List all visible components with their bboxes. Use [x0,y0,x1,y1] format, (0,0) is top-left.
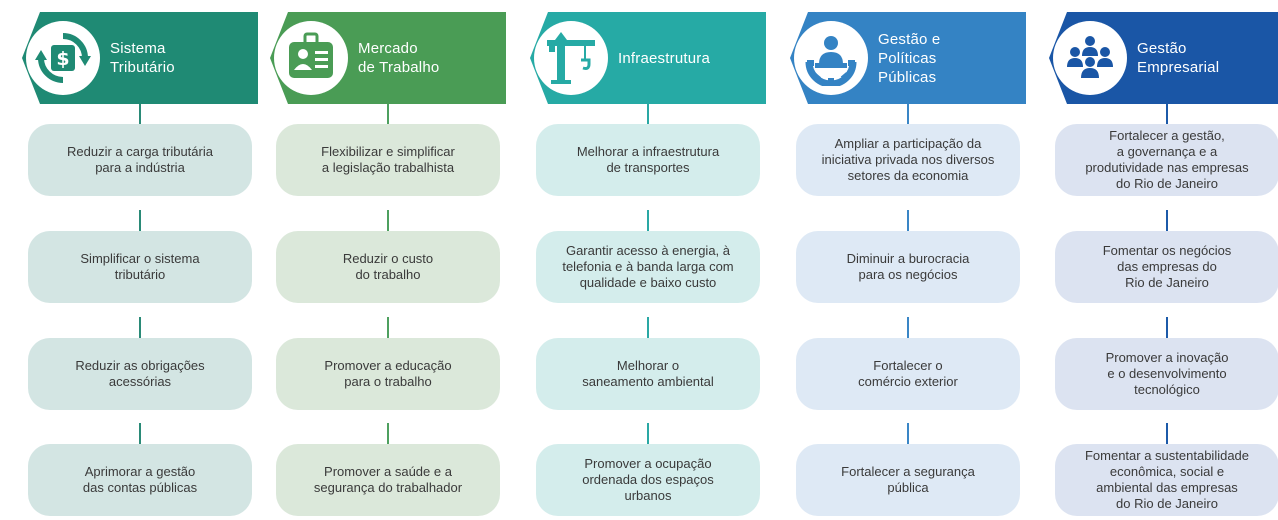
column-infraestrutura: Infraestrutura Melhorar a infraestrutura… [530,0,766,520]
connector-line [1166,317,1168,338]
column-title: Gestão e Políticas Públicas [878,30,941,86]
connector-line [387,104,389,124]
connector-line [1166,210,1168,231]
connector-line [1166,104,1168,124]
column-title: Mercado de Trabalho [358,40,440,76]
svg-text:$: $ [56,48,69,70]
connector-line [387,317,389,338]
connector-line [139,317,141,338]
team-group-icon [1067,36,1113,78]
crane-icon [547,32,595,84]
column-sistema-tributario: $ Sistema Tributário Reduzir a carga tri… [22,0,258,520]
icon-badge [274,21,348,95]
icon-badge [1053,21,1127,95]
connector-line [647,423,649,444]
column-header: Infraestrutura [530,12,766,104]
icon-badge [794,21,868,95]
connector-line [387,210,389,231]
icon-badge: $ [26,21,100,95]
column-mercado-de-trabalho: Mercado de Trabalho Flexibilizar e simpl… [270,0,506,520]
column-title: Sistema Tributário [110,40,175,76]
connector-line [387,423,389,444]
connector-line [1166,423,1168,444]
connector-line [907,423,909,444]
money-exchange-icon: $ [35,33,91,83]
column-header: Gestão e Políticas Públicas [790,12,1026,104]
connector-line [139,423,141,444]
connector-line [647,104,649,124]
icon-badge [534,21,608,95]
id-card-icon [289,32,333,78]
column-header: Gestão Empresarial [1049,12,1278,104]
column-header: $ Sistema Tributário [22,12,258,104]
column-title: Gestão Empresarial [1137,40,1220,76]
connector-line [139,210,141,231]
connector-line [907,317,909,338]
column-gestao-e-politicas-publicas: Gestão e Políticas Públicas Ampliar a pa… [790,0,1026,520]
connector-line [647,210,649,231]
connector-line [139,104,141,124]
column-title: Infraestrutura [618,49,711,67]
column-gestao-empresarial: Gestão Empresarial Fortalecer a gestão,a… [1049,0,1278,520]
connector-line [907,210,909,231]
public-manager-gear-icon [805,36,857,86]
column-header: Mercado de Trabalho [270,12,506,104]
connector-line [907,104,909,124]
connector-line [647,317,649,338]
